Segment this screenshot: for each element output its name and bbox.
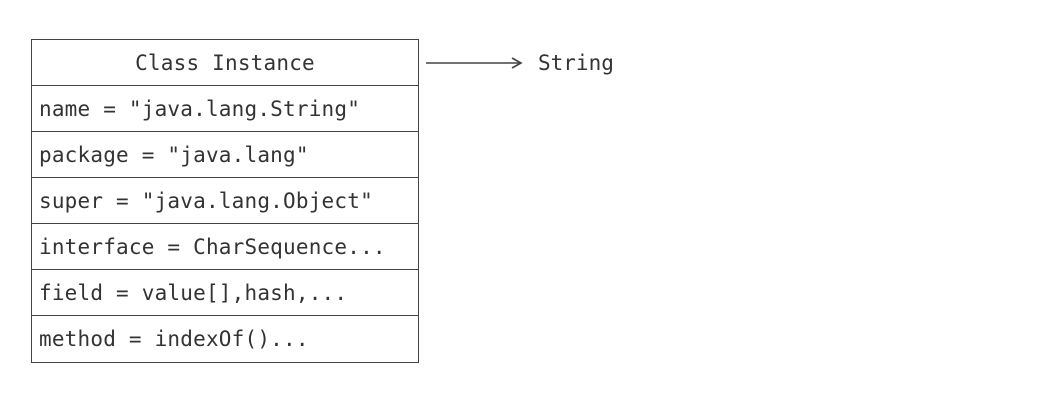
field-row: field = value[],hash,... (32, 270, 418, 316)
string-target-label: String (538, 51, 614, 75)
interface-row: interface = CharSequence... (32, 224, 418, 270)
super-row: super = "java.lang.Object" (32, 178, 418, 224)
class-instance-box: Class Instance name = "java.lang.String"… (31, 39, 419, 363)
class-instance-title: Class Instance (32, 40, 418, 86)
package-row: package = "java.lang" (32, 132, 418, 178)
name-row: name = "java.lang.String" (32, 86, 418, 132)
arrow-right-icon (426, 57, 523, 69)
method-row: method = indexOf()... (39, 327, 309, 351)
